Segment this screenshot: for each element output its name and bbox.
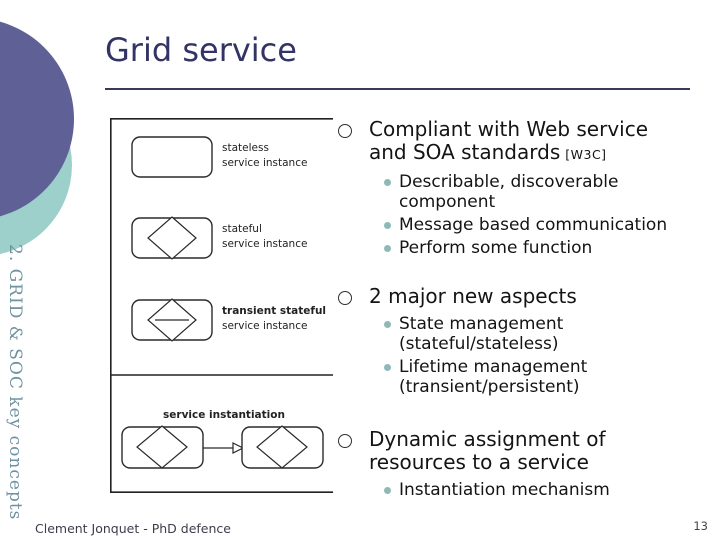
legend-label: service instance bbox=[222, 238, 307, 250]
bullet-section-new-aspects: 2 major new aspects State management (st… bbox=[338, 285, 710, 400]
sub-bullet-text: (stateful/stateless) bbox=[399, 334, 559, 354]
legend-label: service instance bbox=[222, 157, 307, 169]
sub-bullet-text: State management bbox=[399, 314, 564, 334]
list-item: Instantiation mechanism bbox=[384, 480, 710, 500]
citation-ref: [W3C] bbox=[565, 147, 607, 162]
legend-label: stateful bbox=[222, 223, 262, 235]
section-heading: Dynamic assignment of resources to a ser… bbox=[338, 428, 710, 474]
heading-line: resources to a service bbox=[369, 450, 589, 474]
sidebar-section-label: 2. GRID & SOC key concepts bbox=[5, 244, 25, 521]
dot-bullet-icon bbox=[384, 364, 391, 371]
sub-bullet-text: (transient/persistent) bbox=[399, 377, 580, 397]
state-diamond-icon bbox=[136, 425, 188, 469]
sub-bullet-list: Instantiation mechanism bbox=[384, 480, 710, 500]
dot-bullet-icon bbox=[384, 321, 391, 328]
dot-bullet-icon bbox=[384, 487, 391, 494]
state-diamond-icon bbox=[256, 425, 308, 469]
heading-line: Dynamic assignment of bbox=[369, 427, 606, 451]
list-item: State management (stateful/stateless) bbox=[384, 314, 710, 354]
sub-bullet-text: Lifetime management bbox=[399, 357, 588, 377]
legend-label: service instance bbox=[222, 320, 307, 332]
dot-bullet-icon bbox=[384, 222, 391, 229]
sub-bullet-text: component bbox=[399, 192, 496, 212]
heading-line: and SOA standards bbox=[369, 140, 561, 164]
heading-line: 2 major new aspects bbox=[369, 284, 577, 308]
sub-bullet-text: Instantiation mechanism bbox=[399, 480, 610, 500]
section-heading: Compliant with Web service and SOA stand… bbox=[338, 118, 710, 166]
diagram-frame bbox=[110, 118, 333, 493]
sub-bullet-text: Perform some function bbox=[399, 238, 593, 258]
legend-label: transient stateful bbox=[222, 305, 326, 317]
bullet-section-dynamic-assignment: Dynamic assignment of resources to a ser… bbox=[338, 428, 710, 503]
dot-bullet-icon bbox=[384, 179, 391, 186]
sub-bullet-text: Message based communication bbox=[399, 215, 668, 235]
legend-label: stateless bbox=[222, 142, 269, 154]
circle-bullet-icon bbox=[338, 124, 352, 138]
section-heading: 2 major new aspects bbox=[338, 285, 710, 308]
state-diamond-icon bbox=[147, 216, 197, 260]
footer-author: Clement Jonquet - PhD defence bbox=[35, 521, 231, 536]
stateless-box bbox=[131, 136, 213, 178]
slide-title: Grid service bbox=[105, 31, 297, 69]
list-item: Perform some function bbox=[384, 238, 710, 258]
page-number: 13 bbox=[693, 519, 708, 533]
circle-bullet-icon bbox=[338, 291, 352, 305]
sub-bullet-list: Describable, discoverable component Mess… bbox=[384, 172, 710, 258]
heading-line: Compliant with Web service bbox=[369, 117, 649, 141]
bullet-section-web-service: Compliant with Web service and SOA stand… bbox=[338, 118, 710, 261]
dot-bullet-icon bbox=[384, 245, 391, 252]
instantiation-arrowhead-icon bbox=[232, 442, 245, 454]
list-item: Describable, discoverable component bbox=[384, 172, 710, 212]
instantiation-caption: service instantiation bbox=[163, 409, 285, 421]
circle-bullet-icon bbox=[338, 434, 352, 448]
list-item: Message based communication bbox=[384, 215, 710, 235]
grid-service-diagram: stateless service instance stateful serv… bbox=[110, 118, 333, 493]
title-underline bbox=[105, 88, 690, 90]
list-item: Lifetime management (transient/persisten… bbox=[384, 357, 710, 397]
sub-bullet-text: Describable, discoverable bbox=[399, 172, 619, 192]
sub-bullet-list: State management (stateful/stateless) Li… bbox=[384, 314, 710, 397]
